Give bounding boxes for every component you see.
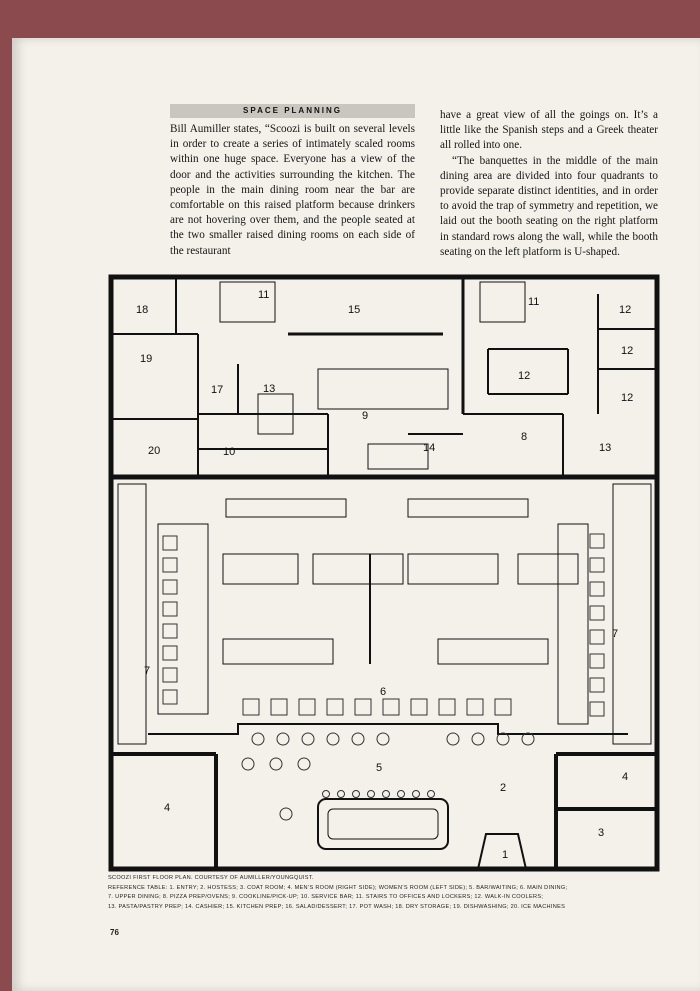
dining-table [242, 698, 260, 716]
room-label-13-right: 13 [599, 442, 611, 454]
bar-table [471, 732, 485, 746]
section-heading-bar [170, 104, 415, 118]
text-column-right: have a great view of all the goings on. … [440, 108, 658, 260]
room-label-12-b: 12 [621, 345, 633, 357]
caption-title: SCOOZI FIRST FLOOR PLAN. COURTESY OF AUM… [108, 875, 314, 881]
bar-table [326, 732, 340, 746]
room-label-7-left: 7 [144, 665, 150, 677]
dining-table [589, 557, 605, 573]
caption-reference-line: 13. PASTA/PASTRY PREP; 14. CASHIER; 15. … [108, 903, 566, 910]
room-labels: 1 2 3 4 4 5 6 7 7 8 9 10 11 11 12 12 12 … [136, 289, 633, 861]
room-label-5: 5 [376, 762, 382, 774]
dining-table [589, 653, 605, 669]
room-label-2: 2 [500, 782, 506, 794]
bar-table [397, 790, 405, 798]
dining-table [382, 698, 400, 716]
room-label-3: 3 [598, 827, 604, 839]
dining-table [589, 533, 605, 549]
room-label-12-a: 12 [619, 304, 631, 316]
room-label-18: 18 [136, 304, 148, 316]
bar-table [376, 732, 390, 746]
paragraph: have a great view of all the goings on. … [440, 109, 658, 152]
dining-tables [162, 533, 605, 821]
caption-reference-line: 7. UPPER DINING; 8. PIZZA PREP/OVENS; 9.… [108, 894, 544, 900]
bar-table [427, 790, 435, 798]
dining-table [162, 601, 178, 617]
dining-table [466, 698, 484, 716]
room-label-14: 14 [423, 442, 435, 454]
dining-table [162, 535, 178, 551]
room-label-9: 9 [362, 410, 368, 422]
room-label-20: 20 [148, 445, 160, 457]
paragraph: Bill Aumiller states, “Scoozi is built o… [170, 123, 415, 257]
dining-table [589, 629, 605, 645]
caption-reference-line: REFERENCE TABLE: 1. ENTRY; 2. HOSTESS; 3… [108, 884, 568, 891]
bar-table [521, 732, 535, 746]
room-label-1: 1 [502, 849, 508, 861]
bar-table [352, 790, 360, 798]
bar-table [322, 790, 330, 798]
room-label-12-c: 12 [518, 370, 530, 382]
room-label-15: 15 [348, 304, 360, 316]
room-label-17: 17 [211, 384, 223, 396]
dining-table [162, 623, 178, 639]
dining-table [410, 698, 428, 716]
section-heading: SPACE PLANNING [243, 106, 342, 115]
dining-table [438, 698, 456, 716]
dining-table [162, 645, 178, 661]
room-label-12-d: 12 [621, 392, 633, 404]
room-label-6: 6 [380, 686, 386, 698]
page-number: 76 [110, 928, 119, 937]
room-label-7-right: 7 [612, 628, 618, 640]
dining-table [494, 698, 512, 716]
bar-table [279, 807, 293, 821]
text-column-left: Bill Aumiller states, “Scoozi is built o… [170, 122, 415, 259]
dining-table [326, 698, 344, 716]
dining-table [354, 698, 372, 716]
bar-table [301, 732, 315, 746]
plan-walls [108, 274, 660, 872]
book-page [12, 38, 700, 991]
floor-plan: 1 2 3 4 4 5 6 7 7 8 9 10 11 11 12 12 12 … [108, 274, 660, 872]
room-label-4-right: 4 [622, 771, 628, 783]
room-label-4-left: 4 [164, 802, 170, 814]
dining-table [270, 698, 288, 716]
room-label-11-right: 11 [528, 296, 539, 308]
dining-table [162, 689, 178, 705]
figure-caption: SCOOZI FIRST FLOOR PLAN. COURTESY OF AUM… [108, 874, 668, 912]
bar-table [351, 732, 365, 746]
bar-table [382, 790, 390, 798]
dining-table [589, 701, 605, 717]
room-label-13-left: 13 [263, 383, 275, 395]
bar-table [297, 757, 311, 771]
dining-table [162, 667, 178, 683]
room-label-11-left: 11 [258, 289, 269, 301]
room-label-8: 8 [521, 431, 527, 443]
dining-table [298, 698, 316, 716]
bar-table [446, 732, 460, 746]
paragraph: “The banquettes in the middle of the mai… [440, 154, 658, 258]
dining-table [589, 581, 605, 597]
bar-table [412, 790, 420, 798]
dining-table [589, 605, 605, 621]
bar-table [496, 732, 510, 746]
bar-table [269, 757, 283, 771]
room-label-10: 10 [223, 446, 235, 458]
bar-table [251, 732, 265, 746]
dining-table [589, 677, 605, 693]
bar-table [276, 732, 290, 746]
dining-table [162, 579, 178, 595]
room-label-19: 19 [140, 353, 152, 365]
bar-table [337, 790, 345, 798]
bar-table [241, 757, 255, 771]
bar-table [367, 790, 375, 798]
dining-table [162, 557, 178, 573]
